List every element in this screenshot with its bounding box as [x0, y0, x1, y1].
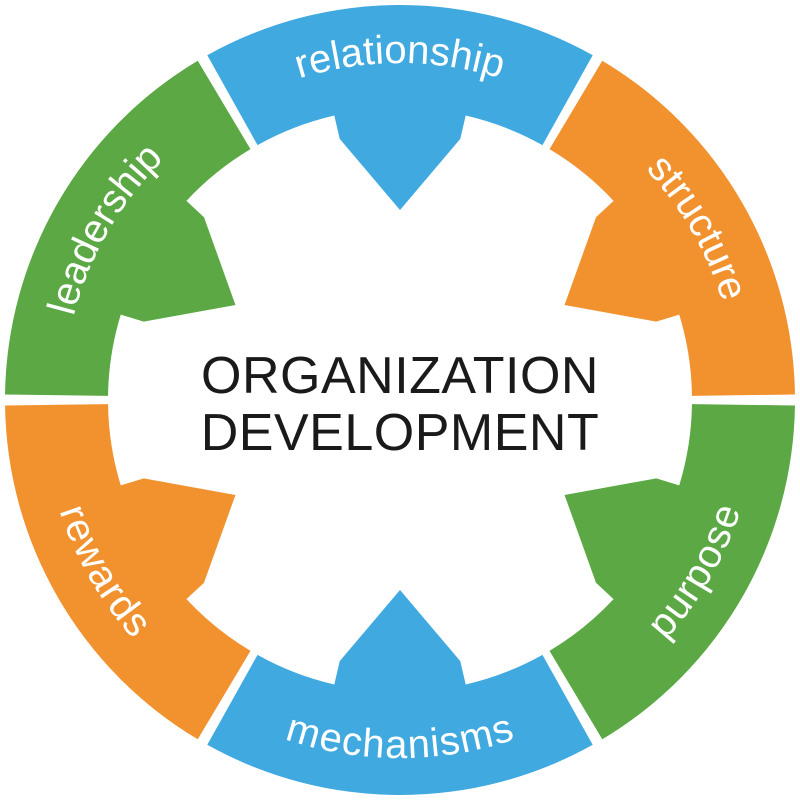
wheel-segment-structure[interactable] — [549, 60, 795, 396]
wheel-segment-relationship[interactable] — [207, 5, 593, 210]
wheel-segment-purpose[interactable] — [549, 404, 795, 740]
center-title-line-2: DEVELOPMENT — [201, 404, 599, 462]
wheel-segment-leadership[interactable] — [5, 60, 251, 396]
center-title-line-1: ORGANIZATION — [201, 347, 599, 405]
wheel-segment-rewards[interactable] — [5, 404, 251, 740]
wheel-segment-mechanisms[interactable] — [207, 590, 593, 795]
segments-layer — [5, 5, 795, 795]
center-title: ORGANIZATION DEVELOPMENT — [201, 347, 599, 462]
